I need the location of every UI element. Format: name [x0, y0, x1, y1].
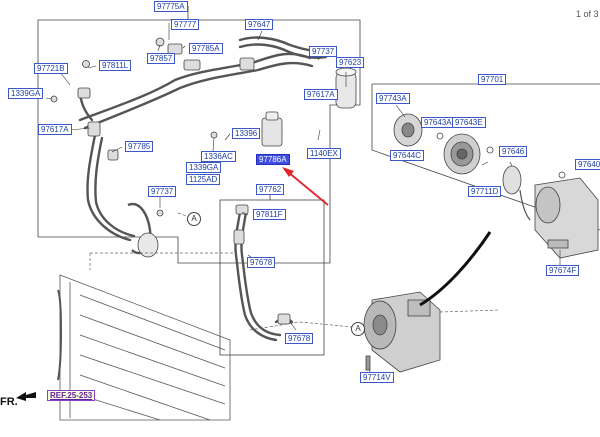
part-label-97646[interactable]: 97646	[499, 146, 528, 157]
part-label-97786A-highlighted[interactable]: 97786A	[256, 154, 290, 165]
part-label-97811L[interactable]: 97811L	[99, 60, 132, 71]
marker-a-upper: A	[187, 212, 201, 226]
part-label-97811F[interactable]: 97811F	[253, 209, 286, 220]
part-label-97647[interactable]: 97647	[245, 19, 274, 30]
part-label-97674F[interactable]: 97674F	[546, 265, 580, 276]
part-label-97644C[interactable]: 97644C	[390, 150, 425, 161]
hose-canister	[127, 202, 159, 258]
compressor-assembly	[363, 291, 441, 373]
part-label-13396[interactable]: 13396	[232, 128, 261, 139]
reference-dashes	[89, 212, 501, 331]
part-label-97762[interactable]: 97762	[256, 184, 285, 195]
part-label-1339GA-left[interactable]: 1339GA	[8, 88, 44, 99]
reference-link[interactable]: REF.25-253	[47, 390, 96, 401]
part-label-97711D[interactable]: 97711D	[468, 186, 502, 197]
front-direction-label: FR.	[0, 396, 18, 408]
part-label-97678-lower[interactable]: 97678	[285, 333, 314, 344]
part-label-97701[interactable]: 97701	[478, 74, 507, 85]
group-frames	[37, 6, 600, 356]
liquid-line-fittings	[233, 204, 291, 325]
front-direction-arrow-icon	[16, 392, 36, 401]
part-label-97617A-right[interactable]: 97617A	[304, 89, 338, 100]
part-label-97775A[interactable]: 97775A	[154, 1, 188, 12]
part-label-97714V[interactable]: 97714V	[360, 372, 394, 383]
page-indicator: 1 of 3	[576, 9, 599, 19]
part-label-97785[interactable]: 97785	[125, 141, 154, 152]
part-label-97737-lower[interactable]: 97737	[148, 186, 177, 197]
part-label-1125AD[interactable]: 1125AD	[186, 174, 221, 185]
pressure-sensor-block	[261, 111, 283, 147]
part-label-1339GA-center[interactable]: 1339GA	[186, 162, 222, 173]
part-label-97721B[interactable]: 97721B	[34, 63, 68, 74]
part-label-97678-upper[interactable]: 97678	[247, 257, 276, 268]
red-indicator-arrow	[282, 167, 329, 206]
part-label-97623[interactable]: 97623	[336, 57, 365, 68]
hose-fittings-upper	[50, 37, 255, 217]
part-label-97617A-left[interactable]: 97617A	[38, 124, 72, 135]
part-label-97777[interactable]: 97777	[171, 19, 200, 30]
compressor-clutch-exploded	[393, 113, 599, 259]
part-label-97640[interactable]: 97640	[575, 159, 600, 170]
part-label-97857[interactable]: 97857	[147, 53, 176, 64]
part-label-97737-upper[interactable]: 97737	[309, 46, 338, 57]
black-leader-curve	[419, 231, 492, 307]
part-label-97785A[interactable]: 97785A	[189, 43, 223, 54]
part-label-97643A[interactable]: 97643A	[421, 117, 455, 128]
part-label-1140EX[interactable]: 1140EX	[307, 148, 341, 159]
part-label-1336AC[interactable]: 1336AC	[201, 151, 236, 162]
part-label-97643E[interactable]: 97643E	[452, 117, 486, 128]
marker-a-lower: A	[351, 322, 365, 336]
part-label-97743A[interactable]: 97743A	[376, 93, 410, 104]
